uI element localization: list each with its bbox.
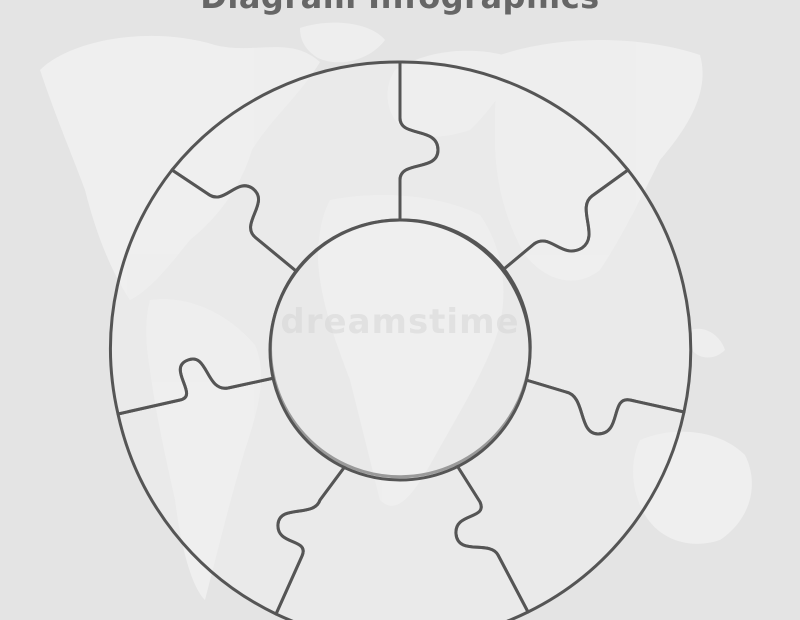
map-islands (688, 328, 725, 358)
center-circle (268, 218, 532, 482)
map-africa (318, 195, 504, 506)
diagram-title: Diagram Infographics (0, 0, 800, 16)
map-greenland (300, 22, 385, 63)
puzzle-piece-left (109, 168, 298, 416)
puzzle-ring (109, 60, 693, 620)
watermark-text: dreamstime (280, 302, 520, 342)
